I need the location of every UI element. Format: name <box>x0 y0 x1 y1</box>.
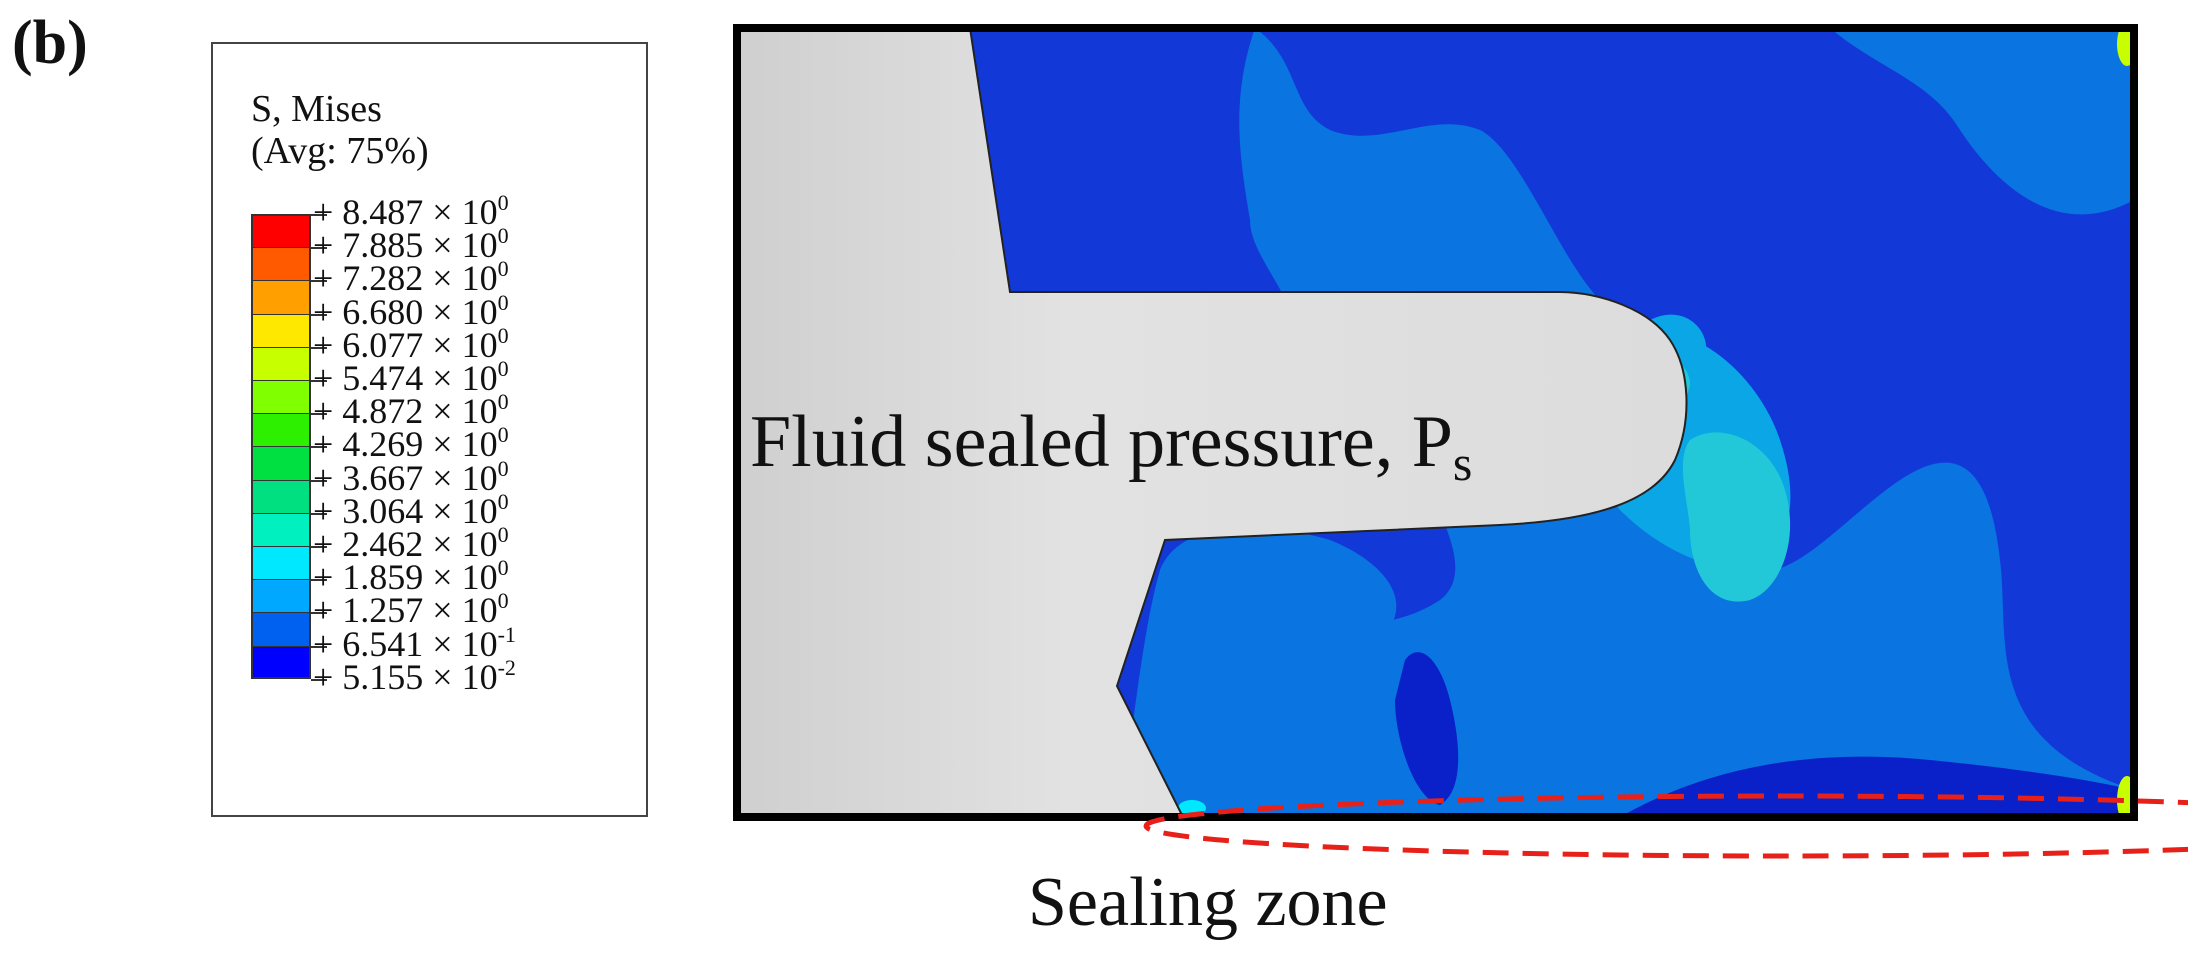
legend-value-exponent: 0 <box>497 322 509 348</box>
legend-value-exponent: 0 <box>497 455 509 481</box>
legend-tick <box>311 214 327 216</box>
legend-value-mantissa: + 6.541 × 10 <box>313 623 498 664</box>
panel-label: (b) <box>12 9 88 77</box>
legend-swatch <box>251 446 311 480</box>
legend-value-mantissa: + 6.077 × 10 <box>313 324 498 365</box>
legend-value-exponent: 0 <box>497 223 509 249</box>
legend-swatch <box>251 247 311 281</box>
legend-value-exponent: -2 <box>497 654 516 680</box>
legend-title: S, Mises (Avg: 75%) <box>251 88 429 172</box>
legend-value-exponent: 0 <box>497 522 509 547</box>
sealing-zone-ellipse <box>1143 793 2188 859</box>
legend-swatch <box>251 313 311 347</box>
legend-title-line1: S, Mises <box>251 88 382 130</box>
legend-swatch <box>251 280 311 314</box>
fluid-pressure-text: Fluid sealed pressure, P <box>750 401 1453 483</box>
legend-value-mantissa: + 5.474 × 10 <box>313 358 498 398</box>
legend-tick <box>311 612 327 615</box>
legend-value-mantissa: + 8.487 × 10 <box>313 192 498 232</box>
legend-swatch <box>251 413 311 447</box>
legend-tick <box>311 546 327 548</box>
legend-value: + 4.269 × 100 <box>313 424 509 465</box>
legend-value-exponent: 0 <box>497 488 509 514</box>
legend-value: + 6.680 × 100 <box>313 291 509 332</box>
legend-swatch <box>251 479 311 513</box>
legend-value-exponent: 0 <box>497 190 509 215</box>
legend-value-exponent: 0 <box>497 289 509 315</box>
stress-legend: S, Mises (Avg: 75%) + 8.487 × 100+ 7.885… <box>211 42 648 817</box>
legend-value: + 7.885 × 100 <box>313 225 509 266</box>
legend-value-mantissa: + 3.064 × 10 <box>313 490 498 531</box>
legend-value-exponent: 0 <box>497 389 509 415</box>
legend-swatch <box>251 546 311 580</box>
legend-value-exponent: -1 <box>497 621 516 647</box>
legend-swatch <box>251 380 311 414</box>
legend-value-exponent: 0 <box>497 555 509 581</box>
legend-value: + 6.077 × 100 <box>313 324 509 365</box>
legend-tick <box>311 313 327 316</box>
fluid-pressure-subscript: s <box>1452 435 1473 491</box>
stress-zone-deep <box>1395 652 1459 805</box>
hotspot-top-right <box>2117 28 2134 66</box>
legend-value: + 8.487 × 100 <box>313 192 509 232</box>
legend-swatch <box>251 612 311 646</box>
legend-value: + 1.257 × 100 <box>313 590 509 631</box>
legend-swatch <box>251 346 311 380</box>
legend-value: + 5.155 × 10-2 <box>313 656 516 697</box>
legend-tick <box>311 413 327 416</box>
legend-value-mantissa: + 4.269 × 10 <box>313 424 498 465</box>
legend-value-mantissa: + 7.885 × 10 <box>313 225 498 266</box>
legend-tick <box>311 645 327 648</box>
sealing-zone-label: Sealing zone <box>1028 864 1388 941</box>
legend-value: + 2.462 × 100 <box>313 524 509 564</box>
legend-value-mantissa: + 4.872 × 10 <box>313 391 498 432</box>
stress-zone-deep-bottom <box>1620 756 2134 817</box>
legend-value-mantissa: + 7.282 × 10 <box>313 258 498 299</box>
domain-border <box>733 24 2138 821</box>
legend-value-mantissa: + 1.859 × 10 <box>313 557 498 598</box>
legend-swatch <box>251 645 311 679</box>
legend-value-exponent: 0 <box>497 356 509 381</box>
legend-tick <box>311 678 327 681</box>
legend-tick <box>311 446 327 449</box>
legend-tick <box>311 280 327 283</box>
stress-zone-mid-left <box>1120 527 1397 817</box>
legend-swatch <box>251 579 311 613</box>
legend-value: + 5.474 × 100 <box>313 358 509 398</box>
legend-swatch <box>251 512 311 546</box>
legend-value: + 7.282 × 100 <box>313 258 509 299</box>
fluid-pressure-region <box>736 27 1688 818</box>
legend-title-line2: (Avg: 75%) <box>251 130 429 172</box>
legend-value: + 3.064 × 100 <box>313 490 509 531</box>
legend-tick <box>311 579 327 582</box>
legend-value-mantissa: + 1.257 × 10 <box>313 590 498 631</box>
legend-value-mantissa: + 3.667 × 10 <box>313 457 498 498</box>
legend-value-exponent: 0 <box>497 256 509 282</box>
legend-tick <box>311 479 327 482</box>
legend-value-exponent: 0 <box>497 422 509 448</box>
stress-zone-cyan <box>1682 432 1791 602</box>
stress-zone-mid-right <box>1830 28 2134 215</box>
fluid-pressure-label: Fluid sealed pressure, Ps <box>750 400 1472 488</box>
hotspot-bottom-right <box>2117 776 2134 817</box>
legend-value-mantissa: + 5.155 × 10 <box>313 656 498 697</box>
legend-value: + 3.667 × 100 <box>313 457 509 498</box>
legend-value-mantissa: + 6.680 × 10 <box>313 291 498 332</box>
legend-value: + 1.859 × 100 <box>313 557 509 598</box>
legend-value: + 6.541 × 10-1 <box>313 623 516 664</box>
legend-value: + 4.872 × 100 <box>313 391 509 432</box>
legend-tick <box>311 512 327 515</box>
legend-tick <box>311 380 327 382</box>
legend-value-exponent: 0 <box>497 588 509 614</box>
legend-tick <box>311 247 327 250</box>
legend-value-mantissa: + 2.462 × 10 <box>313 524 498 564</box>
legend-tick <box>311 346 327 349</box>
